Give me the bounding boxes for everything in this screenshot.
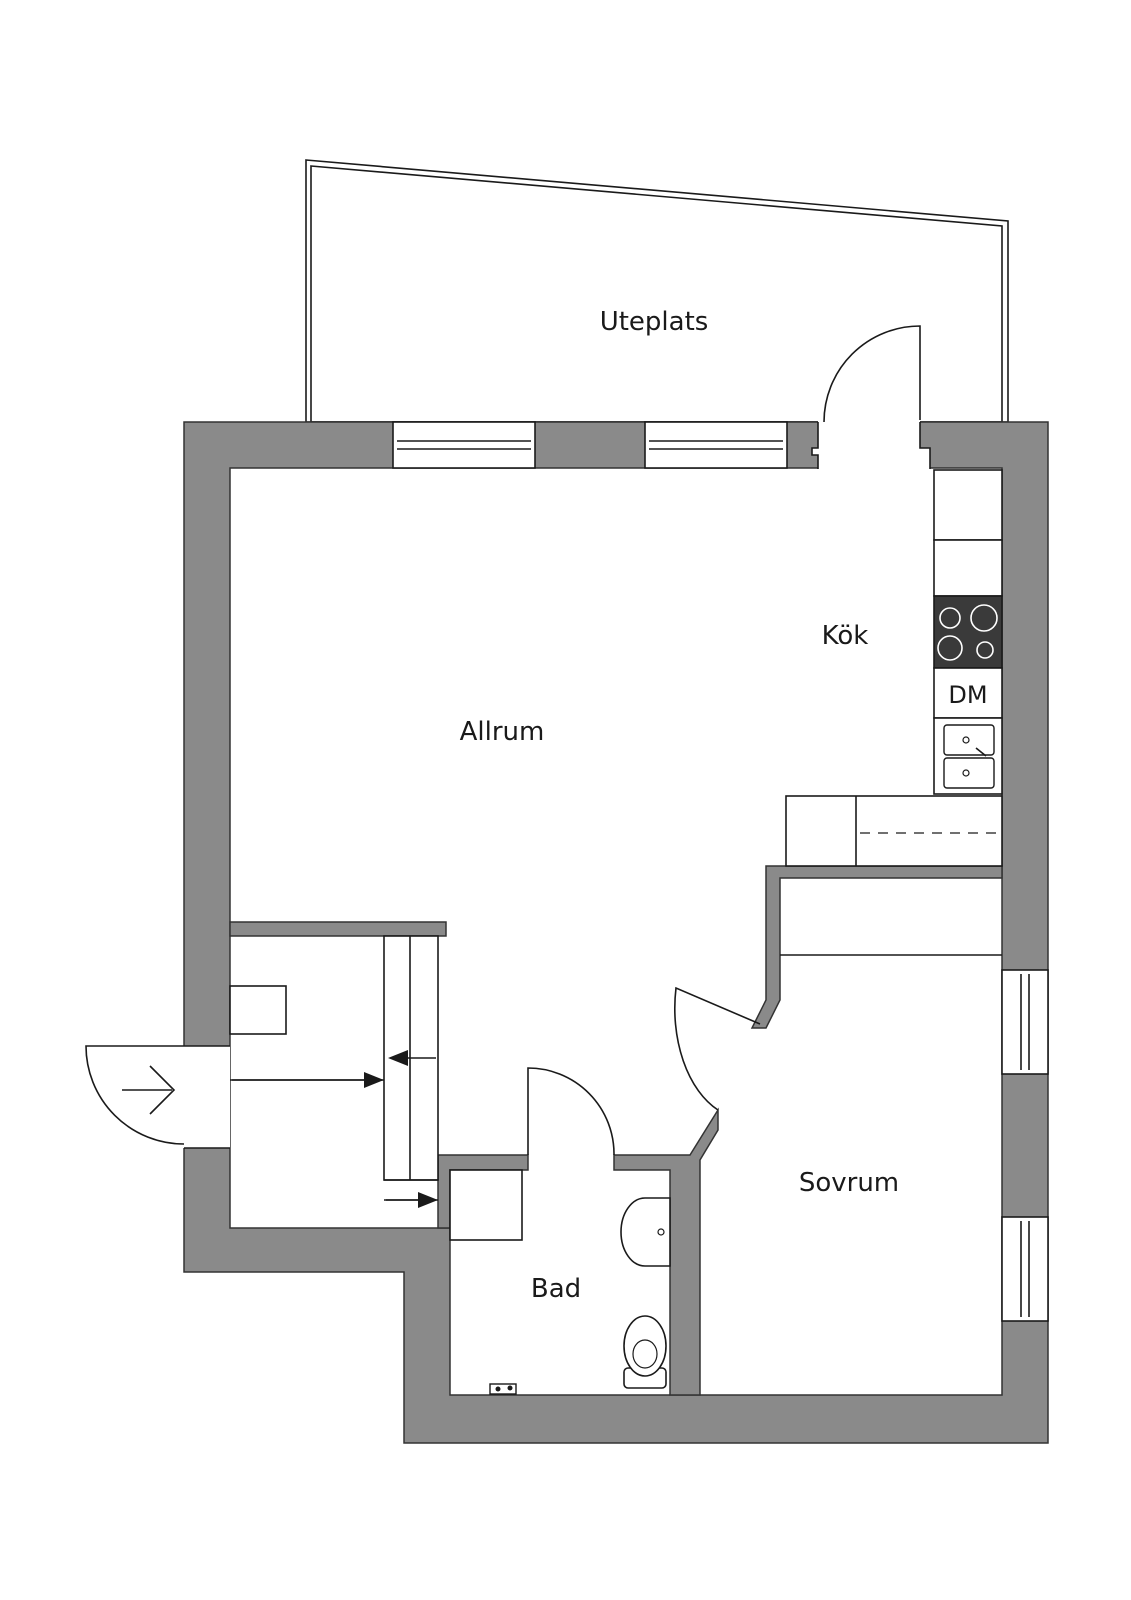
patio-door-swing[interactable] bbox=[823, 325, 921, 423]
interior-wall-kitchen-bedroom bbox=[750, 865, 1003, 1029]
window-top-right bbox=[644, 421, 788, 469]
bath-cabinet bbox=[449, 1169, 523, 1241]
hall-closet bbox=[229, 935, 439, 1201]
bedroom-door-swing[interactable] bbox=[674, 986, 761, 1111]
exterior-walls bbox=[183, 421, 1049, 1444]
room-label-sovrum: Sovrum bbox=[799, 1168, 899, 1198]
sink-icon bbox=[933, 717, 1003, 795]
entrance-arrow-icon bbox=[122, 1065, 176, 1115]
sink-basin-icon bbox=[620, 1197, 671, 1267]
window-right-lower bbox=[1001, 1216, 1049, 1322]
room-label-allrum: Allrum bbox=[460, 717, 545, 747]
kitchen-lower-counter bbox=[785, 795, 1003, 867]
patio-outline bbox=[305, 159, 1009, 423]
toilet-icon bbox=[623, 1315, 667, 1389]
floor-drain-icon bbox=[489, 1383, 517, 1395]
stove-icon bbox=[933, 595, 1003, 669]
entrance-opening bbox=[182, 1046, 230, 1148]
window-right-upper bbox=[1001, 969, 1049, 1075]
patio-inner-outline bbox=[310, 165, 1003, 423]
kitchen-counter-upper bbox=[933, 539, 1003, 597]
bedroom-door-opening bbox=[690, 1000, 730, 1130]
room-label-bad: Bad bbox=[531, 1274, 581, 1304]
interior-wall-bedroom-bath bbox=[613, 1107, 719, 1396]
interior-wall-hall bbox=[229, 921, 447, 937]
window-top-left bbox=[392, 421, 536, 469]
bathroom-door-swing[interactable] bbox=[527, 1067, 615, 1156]
kitchen-counter-top bbox=[933, 469, 1003, 541]
patio-door-opening bbox=[812, 421, 930, 469]
room-label-kok: Kök bbox=[822, 621, 869, 651]
dishwasher bbox=[933, 667, 1003, 719]
dishwasher-label: DM bbox=[948, 681, 987, 709]
closet-arrow-icon bbox=[232, 1050, 438, 1208]
entrance-door-swing[interactable] bbox=[85, 1045, 185, 1145]
room-label-uteplats: Uteplats bbox=[600, 307, 709, 337]
